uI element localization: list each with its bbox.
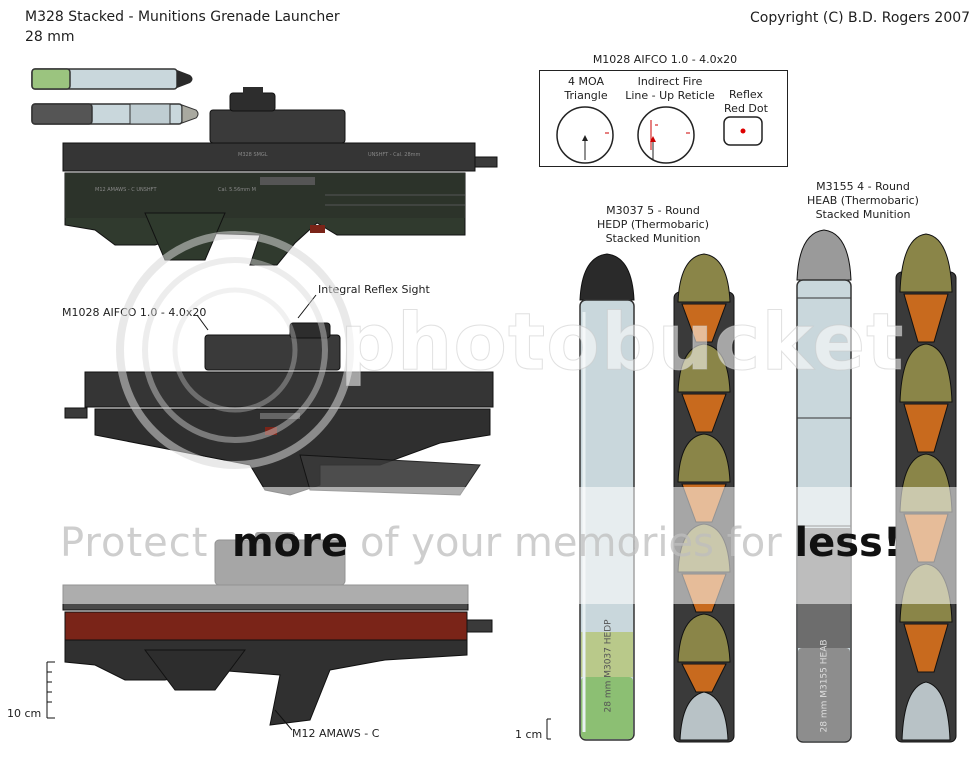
- scale-label-left: 10 cm: [7, 707, 42, 720]
- callout-sight-label: M1028 AIFCO 1.0 - 4.0x20: [62, 306, 207, 319]
- reticle-3-line1: Reflex: [729, 88, 763, 101]
- reticle-triangle-icon: [556, 106, 614, 164]
- m3037-line1: M3037 5 - Round: [606, 204, 700, 217]
- m3155-line1: M3155 4 - Round: [816, 180, 910, 193]
- reticle-1-line1: 4 MOA: [568, 75, 604, 88]
- reticle-2-line1: Indirect Fire: [637, 75, 703, 88]
- copyright-label: Copyright (C) B.D. Rogers 2007: [750, 10, 971, 26]
- reticle-2-line2: Line - Up Reticle: [625, 89, 715, 102]
- cartridge-illustration-1: [31, 68, 193, 90]
- sight-panel: [539, 70, 788, 167]
- callout-leader-lines: [196, 294, 317, 331]
- sight-panel-title: M1028 AIFCO 1.0 - 4.0x20: [592, 53, 738, 66]
- watermark-protect: Protect: [60, 520, 209, 566]
- watermark-logo-icon: [116, 231, 354, 469]
- marking-receiver: M328 SMGL: [238, 152, 268, 158]
- cartridge-illustration-2: [31, 103, 199, 125]
- reticle-lineup-icon: [637, 106, 695, 164]
- m3037-line3: Stacked Munition: [605, 232, 701, 245]
- callout-amaws-label: M12 AMAWS - C: [292, 727, 380, 740]
- callout-amaws-leader: [274, 709, 293, 731]
- page-title: M328 Stacked - Munitions Grenade Launche…: [25, 9, 340, 25]
- marking-ammo: UNSHFT - Cal. 28mm: [368, 152, 421, 158]
- scale-label-right: 1 cm: [515, 728, 543, 741]
- marking-lower: M12 AMAWS - C UNSHFT: [95, 187, 157, 193]
- marking-cal: Cal. 5.56mm M: [218, 187, 256, 193]
- watermark-less: less!: [794, 520, 902, 566]
- scale-bar-right: [546, 718, 551, 740]
- watermark-brand: photobucket: [339, 298, 905, 389]
- m3155-line3: Stacked Munition: [815, 208, 911, 221]
- m3037-body-text: 28 mm M3037 HEDP: [603, 619, 614, 713]
- reticle-red-dot-icon: [723, 116, 763, 146]
- m3037-line2: HEDP (Thermobaric): [597, 218, 709, 231]
- scale-bar-left: [46, 661, 55, 719]
- watermark-for: for: [726, 520, 782, 566]
- reticle-1-line2: Triangle: [564, 89, 608, 102]
- watermark-rest: of your memories for less!: [360, 520, 901, 566]
- caliber-label: 28 mm: [25, 29, 75, 45]
- m3155-body-text: 28 mm M3155 HEAB: [819, 639, 830, 733]
- reticle-3-line2: Red Dot: [724, 102, 768, 115]
- callout-reflex-label: Integral Reflex Sight: [318, 283, 430, 296]
- watermark-more: more: [232, 520, 349, 566]
- launcher-illustration-top: [62, 87, 498, 266]
- m3155-line2: HEAB (Thermobaric): [807, 194, 919, 207]
- watermark-band: [0, 487, 972, 604]
- watermark-of-your: of your memories: [360, 520, 714, 566]
